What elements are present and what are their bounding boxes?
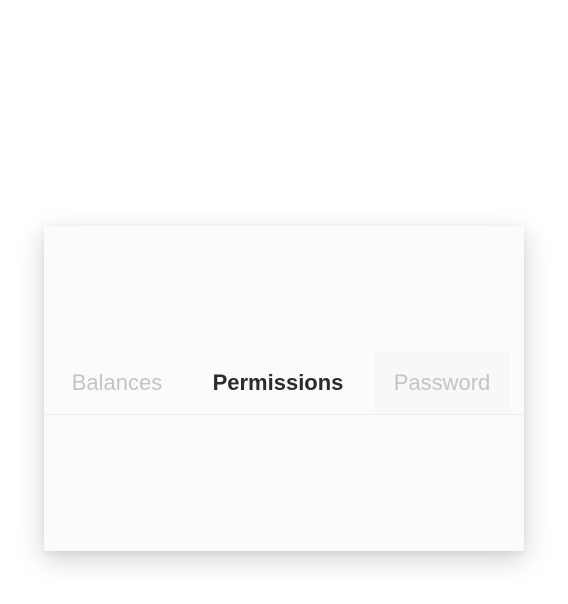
tab-password-label: Password — [393, 370, 491, 395]
tab-permissions-label: Permissions — [212, 370, 344, 395]
tab-balances-label: Balances — [71, 370, 163, 395]
tab-bar: Balances Permissions Password — [44, 352, 524, 415]
tab-permissions[interactable]: Permissions — [202, 352, 354, 414]
tab-password[interactable]: Password — [374, 352, 510, 414]
tab-balances[interactable]: Balances — [48, 352, 186, 414]
settings-card: Balances Permissions Password — [44, 226, 524, 551]
